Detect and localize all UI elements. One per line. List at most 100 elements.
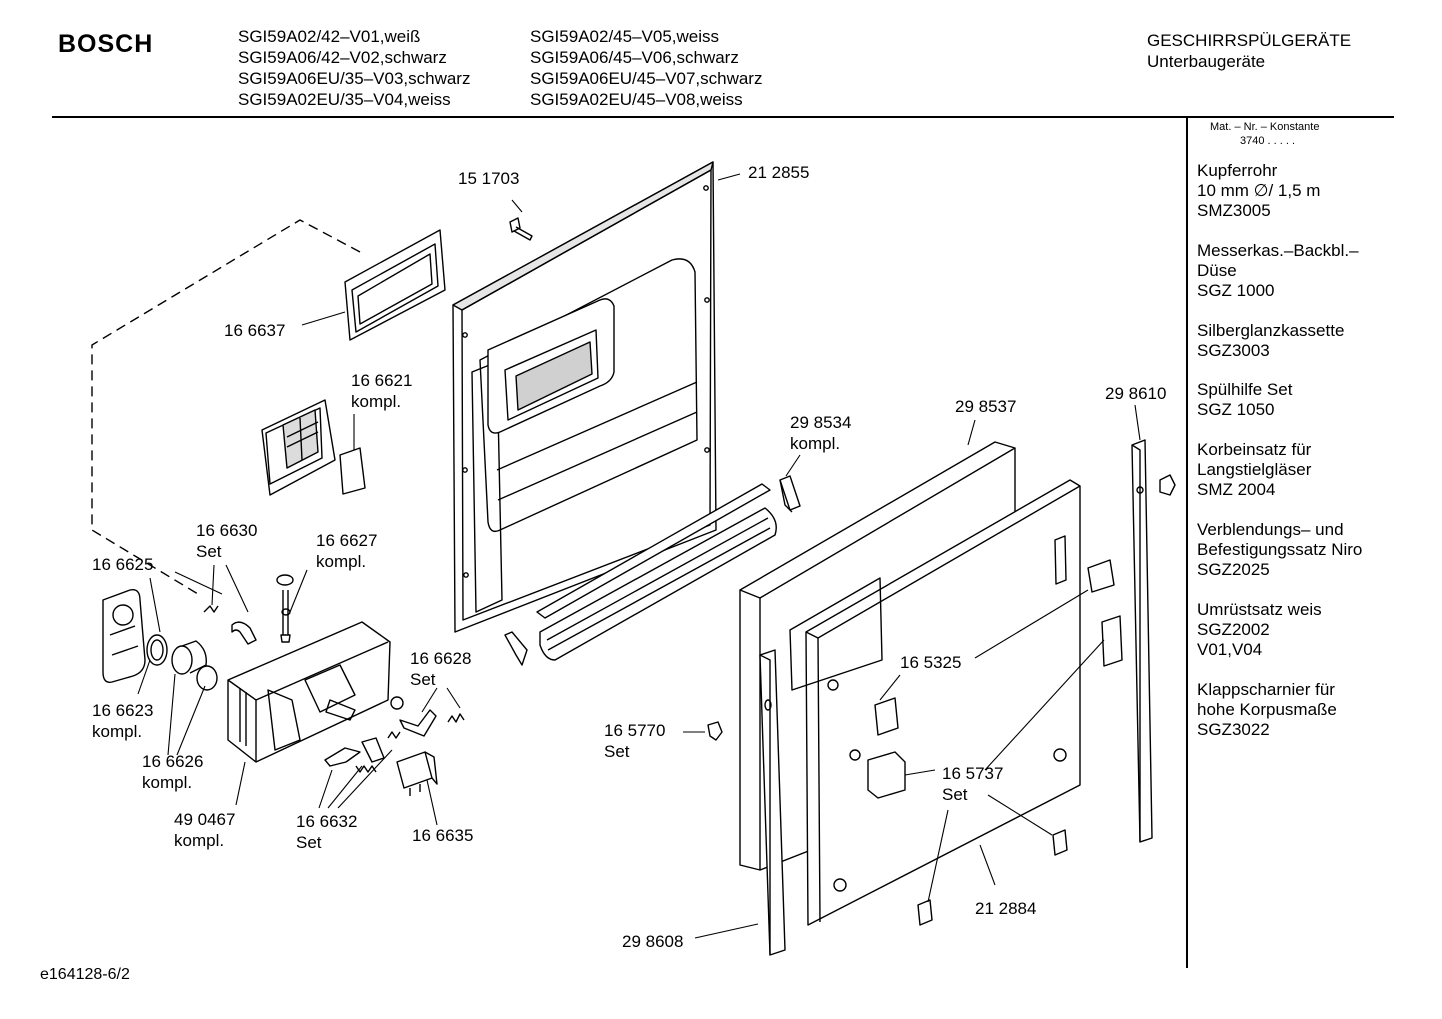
header-divider [52, 116, 1394, 118]
brand-logo: BOSCH [58, 30, 154, 58]
part-number: 16 6628 [410, 649, 472, 668]
part-suffix: Set [410, 670, 436, 689]
part-label: 16 6626 kompl. [142, 751, 203, 793]
part-suffix: kompl. [351, 392, 402, 411]
clip-part [231, 621, 257, 645]
model-list-2: SGI59A02/45–V05,weiss SGI59A06/45–V06,sc… [530, 26, 762, 110]
accessory-line: Langstielgläser [1197, 460, 1312, 479]
document-code: e164128-6/2 [40, 966, 130, 983]
screw-part [509, 217, 533, 241]
model-item: SGI59A06/42–V02,schwarz [238, 48, 447, 67]
dashed-guide-line [91, 219, 361, 595]
part-label: 16 6632 Set [296, 811, 357, 853]
accessory-line: Korbeinsatz für [1197, 440, 1312, 459]
cap-part [1159, 474, 1176, 496]
part-label: 15 1703 [458, 169, 520, 188]
mat-title: Mat. – Nr. – Konstante [1210, 121, 1320, 133]
mounting-plate-part [789, 479, 1081, 926]
accessory-item: Verblendungs– und Befestigungssatz Niro … [1197, 520, 1362, 580]
accessory-line: Klappscharnier für [1197, 680, 1335, 699]
part-label: 16 6627 kompl. [316, 530, 377, 572]
spring-part [387, 731, 401, 739]
part-suffix: kompl. [316, 552, 367, 571]
category-title: GESCHIRRSPÜLGERÄTE [1147, 31, 1352, 50]
accessory-line: SGZ2002 [1197, 620, 1270, 639]
accessory-line: SGZ2025 [1197, 560, 1270, 579]
ring-part [196, 665, 218, 691]
part-number: 16 6623 [92, 701, 154, 720]
model-item: SGI59A06EU/35–V03,schwarz [238, 69, 471, 88]
part-label: 16 6635 [412, 826, 474, 845]
part-label: 29 8537 [955, 397, 1017, 416]
accessory-line: Befestigungssatz Niro [1197, 540, 1363, 559]
accessory-line: Umrüstsatz weis [1197, 600, 1322, 619]
accessory-line: SGZ3003 [1197, 341, 1270, 360]
part-number: 16 6621 [351, 371, 413, 390]
part-number: 29 8534 [790, 413, 852, 432]
part-number: 16 5737 [942, 764, 1004, 783]
part-suffix: Set [296, 833, 322, 852]
mat-value: 3740 . . . . . [1240, 135, 1296, 147]
part-label: 21 2884 [975, 899, 1037, 918]
dispenser-body-part [227, 621, 404, 763]
accessory-item: Spülhilfe Set SGZ 1050 [1197, 380, 1292, 420]
part-suffix: kompl. [790, 434, 841, 453]
part-suffix: Set [942, 785, 968, 804]
part-suffix: kompl. [142, 773, 193, 792]
part-label: 29 8534 kompl. [790, 412, 851, 454]
model-list-1: SGI59A02/42–V01,weiß SGI59A06/42–V02,sch… [238, 26, 470, 110]
inner-door-panel [452, 161, 717, 633]
bracket-part [324, 747, 361, 767]
accessory-line: SGZ 1050 [1197, 400, 1275, 419]
accessory-item: Korbeinsatz für Langstielgläser SMZ 2004 [1197, 440, 1311, 500]
bracket-part [1101, 615, 1123, 667]
part-label: 29 8610 [1105, 384, 1167, 403]
bottom-rail-part [536, 483, 777, 661]
part-label: 16 6625 [92, 555, 154, 574]
part-label: 16 6630 Set [196, 520, 257, 562]
knob-part [171, 640, 207, 675]
part-number: 16 6630 [196, 521, 258, 540]
valve-pin-part [276, 574, 294, 643]
sidebar-divider [1186, 116, 1188, 968]
bracket-part [1087, 559, 1115, 593]
lever-part [399, 709, 437, 737]
ring-part [146, 634, 168, 666]
clip-part [707, 721, 723, 741]
mat-block: Mat. – Nr. – Konstante 3740 . . . . . [1210, 120, 1319, 148]
part-label: 21 2855 [748, 163, 810, 182]
accessory-item: Silberglanzkassette SGZ3003 [1197, 321, 1344, 361]
accessory-line: V01,V04 [1197, 640, 1263, 659]
part-suffix: Set [196, 542, 222, 561]
part-number: 16 6627 [316, 531, 378, 550]
accessory-line: Spülhilfe Set [1197, 380, 1293, 399]
part-label: 29 8608 [622, 932, 684, 951]
clamp-part [504, 631, 528, 666]
hinge-clip-part [779, 475, 801, 513]
model-item: SGI59A02/42–V01,weiß [238, 27, 421, 46]
part-number: 16 6626 [142, 752, 204, 771]
accessory-line: Silberglanzkassette [1197, 321, 1345, 340]
knob-housing-part [102, 589, 146, 683]
part-suffix: kompl. [92, 722, 143, 741]
accessory-line: SGZ3022 [1197, 720, 1270, 739]
part-label: 16 6628 Set [410, 648, 471, 690]
bracket-part [361, 737, 385, 763]
accessory-line: Messerkas.–Backbl.– [1197, 241, 1359, 260]
foot-part [917, 899, 933, 926]
dispenser-cover-part [261, 399, 366, 496]
seal-frame-part [344, 229, 446, 341]
part-number: 16 6632 [296, 812, 358, 831]
category-block: GESCHIRRSPÜLGERÄTE Unterbaugeräte [1147, 30, 1351, 72]
model-item: SGI59A06/45–V06,schwarz [530, 48, 739, 67]
spring-part [447, 713, 465, 723]
part-number: 16 5770 [604, 721, 666, 740]
part-label: 16 6637 [224, 321, 286, 340]
model-item: SGI59A02EU/45–V08,weiss [530, 90, 743, 109]
accessory-line: 10 mm ∅/ 1,5 m [1197, 181, 1321, 200]
part-label: 16 6623 kompl. [92, 700, 153, 742]
accessory-line: SMZ 2004 [1197, 480, 1276, 499]
part-label: 16 6621 kompl. [351, 370, 412, 412]
accessory-line: SGZ 1000 [1197, 281, 1275, 300]
